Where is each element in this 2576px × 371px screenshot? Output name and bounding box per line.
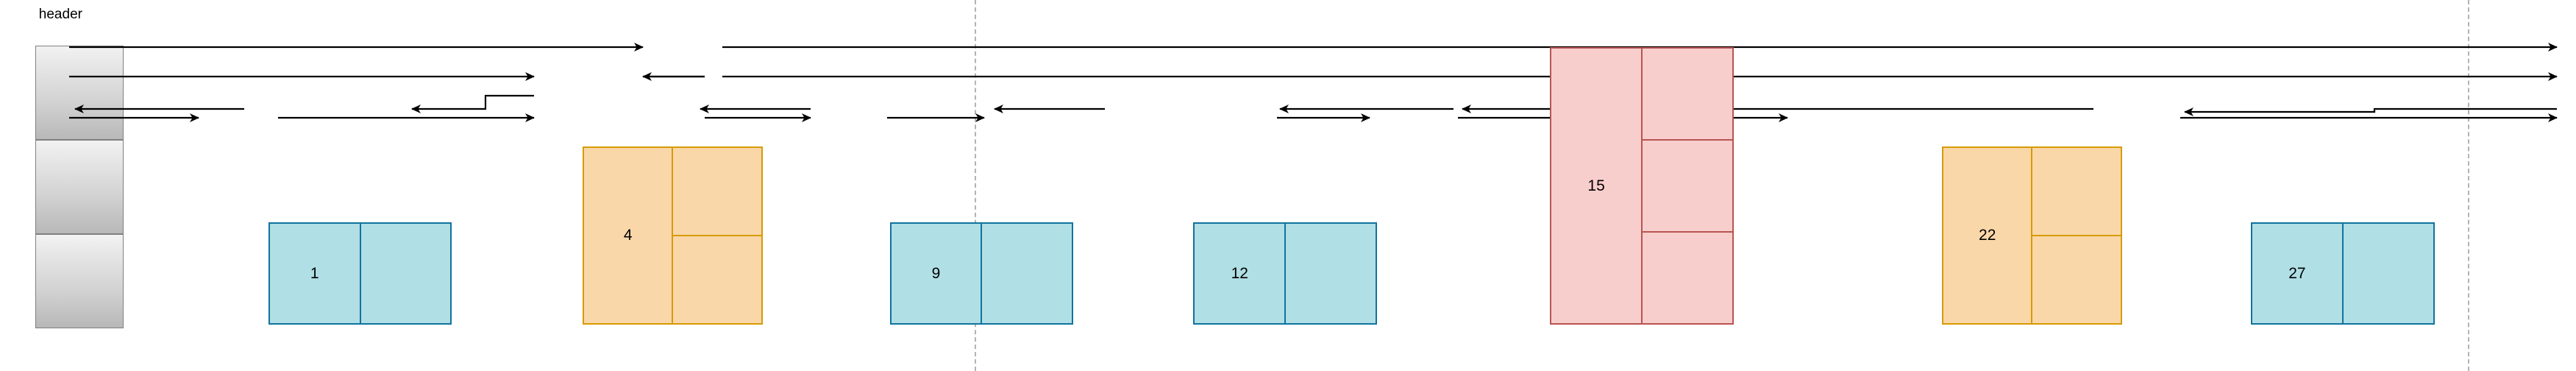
node-12[interactable]: 12 bbox=[1193, 222, 1377, 325]
node-9[interactable]: 9 bbox=[889, 222, 1074, 325]
node-15-pointer-level-3 bbox=[1641, 47, 1734, 141]
edge-l1-back-tail-to-27 bbox=[2184, 107, 2557, 116]
node-1-key: 1 bbox=[268, 222, 360, 325]
header-node-cell-3 bbox=[35, 46, 124, 140]
node-1[interactable]: 1 bbox=[268, 222, 452, 325]
node-4-pointer-level-1 bbox=[672, 236, 763, 325]
node-22[interactable]: 22 bbox=[1942, 146, 2122, 325]
edge-l1-back-4-to-1 bbox=[411, 94, 534, 113]
node-22-pointer-level-1 bbox=[2032, 236, 2122, 325]
node-15-pointer-level-1 bbox=[1641, 232, 1734, 325]
node-12-key: 12 bbox=[1193, 222, 1286, 325]
node-15[interactable]: 15 bbox=[1550, 47, 1734, 325]
node-4-pointer-stack bbox=[672, 146, 763, 325]
node-15-pointer-stack bbox=[1641, 47, 1734, 325]
node-1-pointer bbox=[360, 222, 452, 325]
node-22-pointer-stack bbox=[2032, 146, 2122, 325]
node-27-key: 27 bbox=[2251, 222, 2343, 325]
node-27[interactable]: 27 bbox=[2251, 222, 2435, 325]
guide-line-left bbox=[974, 0, 976, 371]
node-22-key: 22 bbox=[1942, 146, 2032, 325]
node-9-key: 9 bbox=[889, 222, 982, 325]
node-12-pointer bbox=[1285, 222, 1377, 325]
node-4-pointer-level-2 bbox=[672, 146, 763, 236]
node-22-pointer-level-2 bbox=[2032, 146, 2122, 236]
node-9-pointer bbox=[981, 222, 1074, 325]
node-15-pointer-level-2 bbox=[1641, 140, 1734, 233]
header-node-cell-2 bbox=[35, 140, 124, 234]
guide-line-right bbox=[2468, 0, 2470, 371]
node-27-pointer bbox=[2342, 222, 2435, 325]
node-4[interactable]: 4 bbox=[583, 146, 763, 325]
node-15-key: 15 bbox=[1550, 47, 1642, 325]
header-node-cell-1 bbox=[35, 234, 124, 328]
node-4-key: 4 bbox=[583, 146, 673, 325]
header-label: header bbox=[38, 7, 82, 23]
